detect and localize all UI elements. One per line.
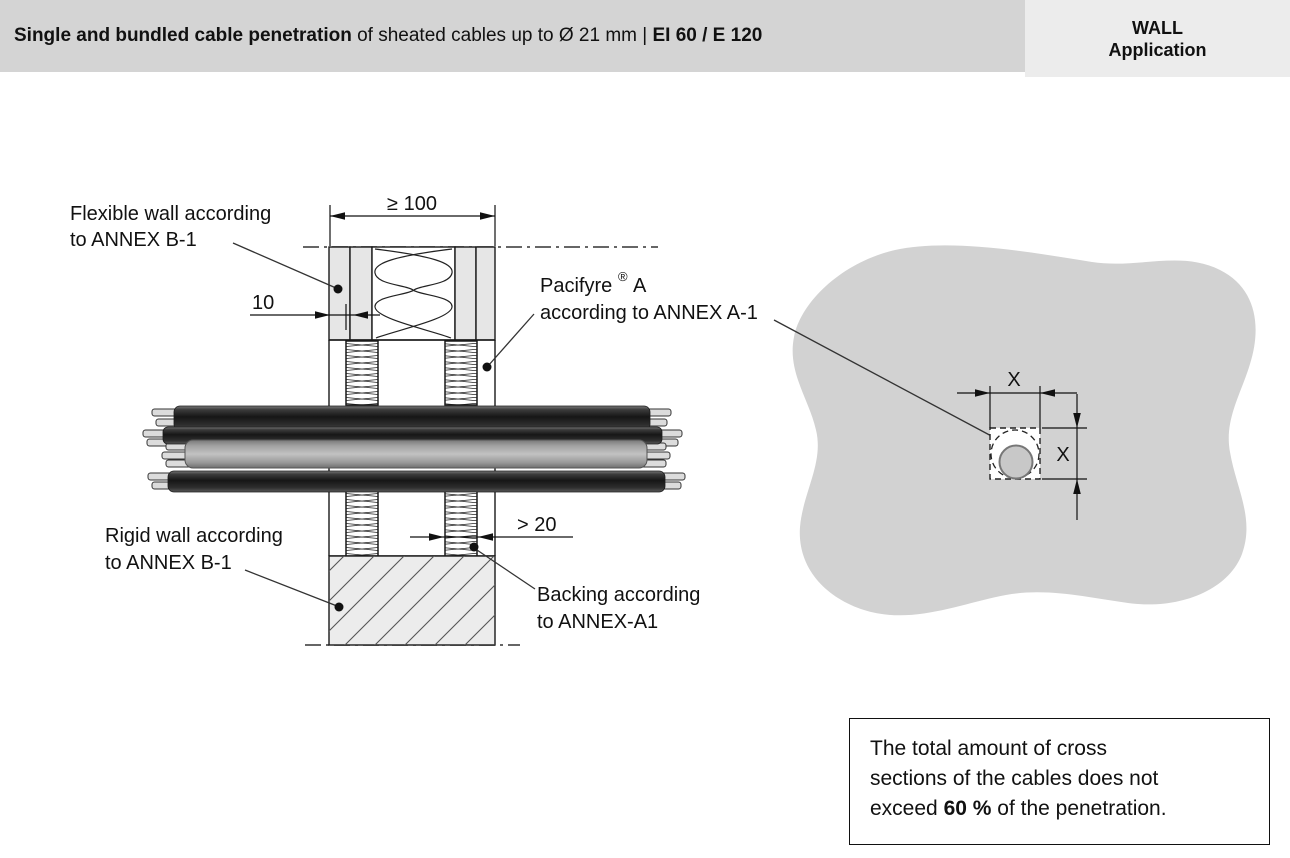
pacifyre-label-suffix: A: [633, 275, 647, 297]
flexible-wall-section: [328, 246, 496, 341]
dimension-detail-height-value: X: [1056, 444, 1069, 466]
note-line1: The total amount of cross: [870, 737, 1107, 760]
note-line2: sections of the cables does not: [870, 767, 1159, 790]
pacifyre-label-line2: according to ANNEX A-1: [540, 302, 758, 324]
dimension-detail-height: [1042, 394, 1087, 520]
rigid-wall-label-line2: to ANNEX B-1: [105, 552, 232, 574]
note-box: The total amount of cross sections of th…: [849, 718, 1270, 845]
dimension-backing-depth: [410, 533, 573, 541]
wrap-outline-dashed: [990, 429, 1040, 479]
page-title: Single and bundled cable penetration of …: [0, 25, 762, 47]
insulation-hatch: [374, 248, 453, 339]
flexible-wall-label-line1: Flexible wall according: [70, 203, 271, 225]
title-rating: EI 60 / E 120: [652, 25, 763, 46]
dimension-backing-depth-value: > 20: [517, 514, 556, 536]
application-tab: WALL Application: [1025, 0, 1290, 77]
pacifyre-wrap-coils: [345, 340, 478, 557]
sheathed-cable-light: [184, 439, 648, 469]
leader-lines: [232, 242, 1003, 612]
dimension-gap: [250, 304, 380, 330]
application-line2: Application: [1108, 39, 1207, 60]
pacifyre-label-reg: ®: [618, 269, 628, 284]
note-percentage: 60 %: [943, 797, 992, 820]
dimension-gap-value: 10: [252, 292, 274, 314]
pacifyre-label-name: Pacifyre: [540, 275, 612, 297]
rigid-wall-label-line1: Rigid wall according: [105, 525, 283, 547]
dimension-wall-thickness-value: ≥ 100: [387, 193, 437, 215]
title-bold: Single and bundled cable penetration: [14, 25, 352, 46]
penetration-detail: [989, 427, 1041, 480]
backing-label-line2: to ANNEX-A1: [537, 611, 658, 633]
dimension-detail-width: [957, 386, 1077, 428]
dimension-wall-thickness: [329, 205, 496, 246]
dimension-detail-width-value: X: [1007, 369, 1020, 391]
flexible-wall-label-line2: to ANNEX B-1: [70, 229, 197, 251]
cable-cross-section: [998, 444, 1034, 480]
rigid-wall-section: [328, 555, 496, 646]
sheathed-cable-dark-1: [173, 405, 651, 431]
title-regular: of sheated cables up to Ø 21 mm |: [351, 25, 653, 46]
application-line1: WALL: [1132, 17, 1183, 38]
note-line3: exceed 60 % of the penetration.: [870, 797, 1167, 820]
sheathed-cable-dark-3: [167, 470, 666, 493]
cable-bundle: [142, 405, 686, 493]
backing-label-line1: Backing according: [537, 584, 700, 606]
